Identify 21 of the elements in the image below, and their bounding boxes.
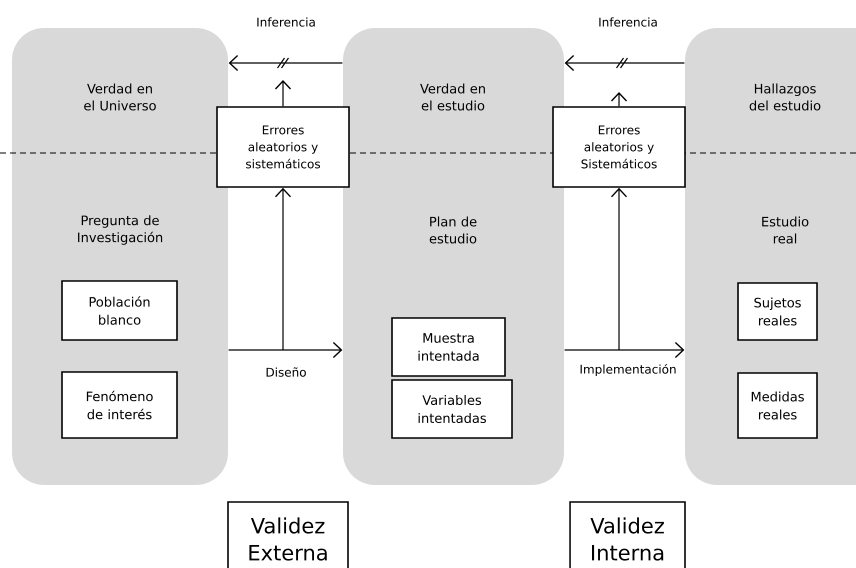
validity-box: Validez Interna: [569, 501, 686, 568]
item-box: Medidas reales: [737, 372, 818, 439]
validity-box: Validez Externa: [227, 501, 349, 568]
item-box: Población blanco: [61, 280, 178, 341]
item-box: Variables intentadas: [391, 379, 513, 439]
item-box: Muestra intentada: [391, 317, 506, 377]
arrow: [564, 342, 684, 358]
edge-label: Diseño: [264, 366, 308, 378]
error-box: Errores aleatorios y sistemáticos: [216, 106, 350, 188]
edge-label: Inferencia: [597, 16, 659, 28]
error-box: Errores aleatorios y Sistemáticos: [552, 106, 686, 188]
edge-label: Inferencia: [255, 16, 317, 28]
item-box: Fenómeno de interés: [61, 371, 178, 439]
arrow: [564, 55, 685, 72]
arrow: [228, 342, 342, 358]
arrow: [275, 188, 292, 350]
arrow: [611, 188, 628, 350]
arrow: [275, 80, 292, 106]
item-box: Sujetos reales: [737, 282, 818, 341]
edge-label: Implementación: [578, 362, 678, 378]
arrow: [228, 55, 343, 72]
